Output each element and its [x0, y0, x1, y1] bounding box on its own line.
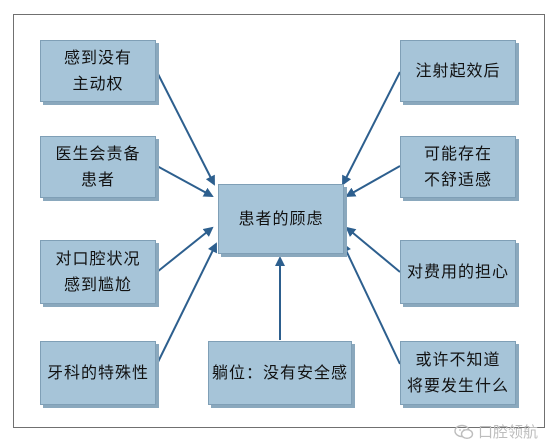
node-dental-specialty: 牙科的特殊性 — [40, 341, 156, 405]
node-cost-worry: 对费用的担心 — [400, 240, 516, 304]
node-after-injection: 注射起效后 — [400, 40, 516, 102]
arrow-right-3 — [345, 226, 401, 273]
node-discomfort: 可能存在 不舒适感 — [400, 136, 516, 198]
node-no-control: 感到没有 主动权 — [40, 40, 156, 102]
arrow-right-1 — [342, 71, 401, 186]
node-doctor-blame: 医生会责备 患者 — [40, 136, 156, 198]
watermark: 口腔领航 — [454, 421, 538, 442]
node-unknown-process: 或许不知道 将要发生什么 — [400, 341, 516, 405]
node-lying-position: 躺位：没有安全感 — [208, 341, 352, 405]
arrow-left-2 — [156, 165, 214, 197]
arrow-left-4 — [156, 242, 217, 365]
wechat-icon — [454, 424, 474, 440]
node-center-concerns: 患者的顾虑 — [218, 184, 344, 254]
arrow-right-2 — [345, 165, 401, 197]
arrow-left-1 — [156, 71, 215, 186]
arrow-right-4 — [341, 242, 401, 365]
node-oral-embarrassment: 对口腔状况 感到尴尬 — [40, 240, 156, 304]
watermark-text: 口腔领航 — [477, 423, 538, 441]
arrow-left-3 — [156, 226, 214, 273]
